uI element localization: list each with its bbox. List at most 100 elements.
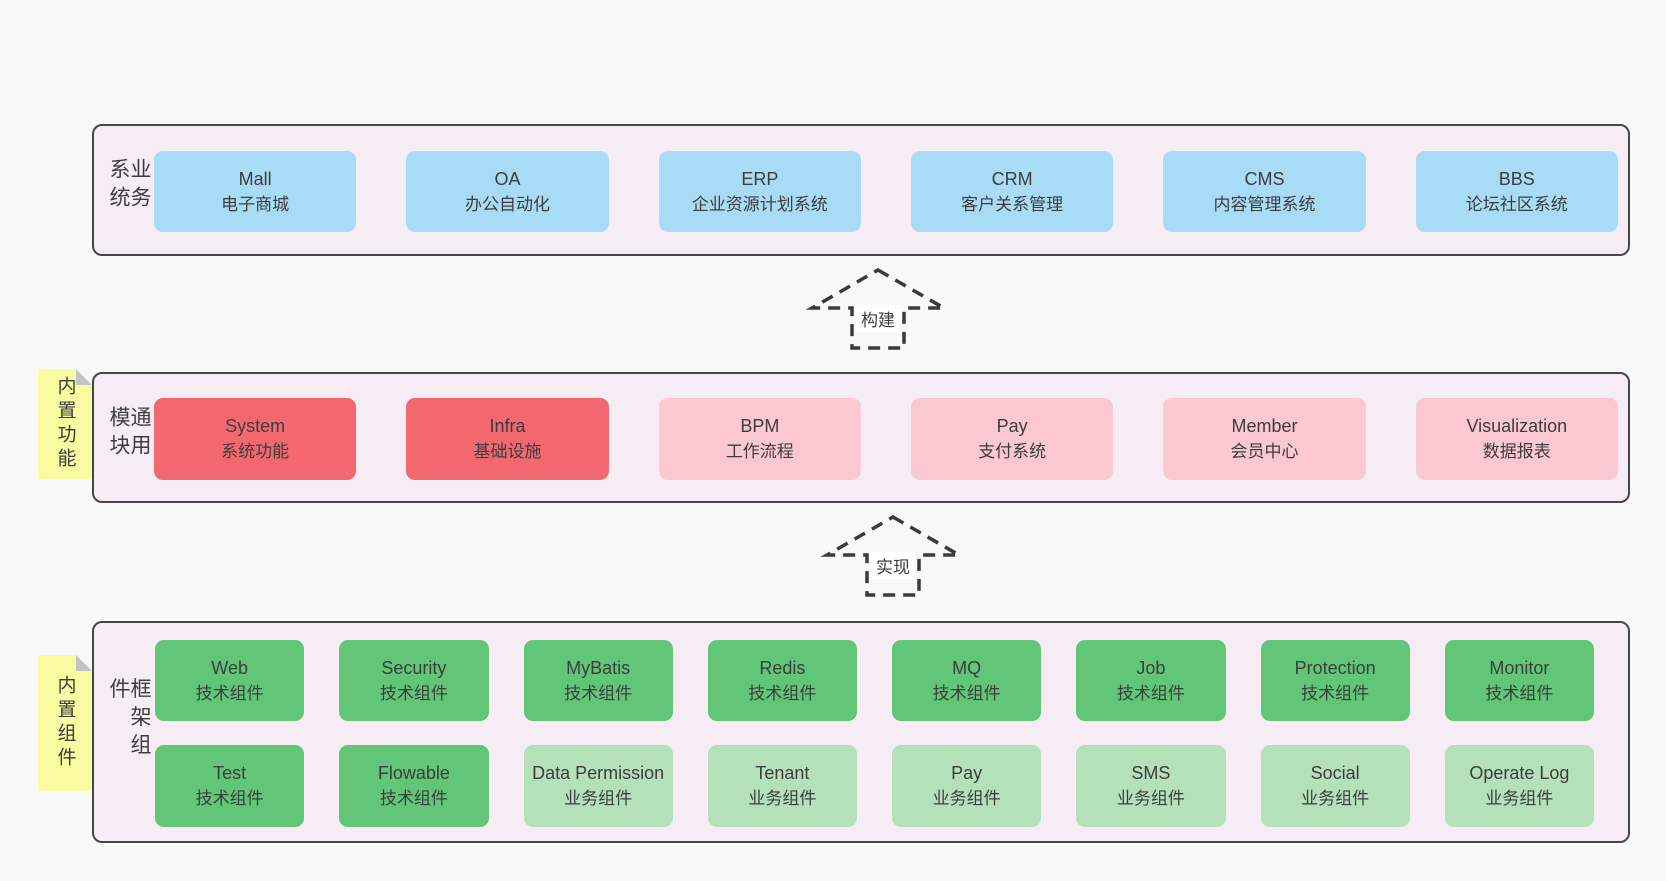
box-data-permission: Data Permission 业务组件 [523,745,673,827]
box-oa: OA 办公自动化 [406,151,609,232]
panel-label-framework-components: 框架组件 [107,677,151,762]
box-subtitle: 电子商城 [221,194,290,214]
box-social: Social 业务组件 [1260,745,1410,827]
box-title: Member [1231,416,1298,436]
panel-label-business-systems: 业务系统 [107,158,151,214]
box-operate-log: Operate Log 业务组件 [1444,745,1594,827]
box-subtitle: 企业资源计划系统 [691,194,828,214]
box-flowable: Flowable 技术组件 [339,745,489,827]
box-subtitle: 技术组件 [748,683,817,703]
sticky-fold-icon [76,655,92,671]
up-arrow-icon [820,514,966,597]
box-mall: Mall 电子商城 [154,151,357,232]
box-title: CMS [1244,168,1285,189]
box-redis: Redis 技术组件 [707,640,857,721]
arrow-build: 构建 [804,265,952,355]
box-subtitle: 业务组件 [748,789,817,808]
box-subtitle: 业务组件 [564,789,633,808]
box-member: Member 会员中心 [1163,398,1366,480]
box-subtitle: 技术组件 [1485,683,1554,703]
box-subtitle: 技术组件 [195,789,264,808]
box-title: OA [494,168,521,189]
up-arrow-icon [805,267,951,350]
box-subtitle: 业务组件 [1485,789,1554,808]
box-title: Visualization [1466,416,1568,436]
arrow-implement: 实现 [819,512,967,602]
box-mybatis: MyBatis 技术组件 [523,640,673,721]
box-subtitle: 技术组件 [379,789,448,808]
box-title: Data Permission [532,763,665,783]
box-mq: MQ 技术组件 [892,640,1042,721]
box-subtitle: 业务组件 [1301,789,1370,808]
arrow-implement-label: 实现 [871,552,915,579]
box-subtitle: 基础设施 [473,442,542,461]
box-title: Job [1136,657,1166,678]
box-subtitle: 内容管理系统 [1213,194,1316,214]
box-pay: Pay 业务组件 [892,745,1042,827]
box-erp: ERP 企业资源计划系统 [658,151,861,232]
box-title: BBS [1498,168,1535,189]
box-row: Mall 电子商城 OA 办公自动化 ERP 企业资源计划系统 CRM 客户关系管理 CMS 内容… [154,151,1618,232]
box-subtitle: 业务组件 [1116,789,1185,808]
box-subtitle: 业务组件 [932,789,1001,808]
box-crm: CRM 客户关系管理 [910,151,1114,232]
box-title: Web [211,657,248,678]
box-cms: CMS 内容管理系统 [1163,151,1366,232]
box-title: Mall [238,168,272,189]
box-bbs: BBS 论坛社区系统 [1415,151,1618,232]
box-title: Pay [951,763,983,783]
box-title: Security [381,657,447,678]
box-title: BPM [740,416,780,436]
box-title: Test [213,763,247,783]
box-subtitle: 数据报表 [1482,442,1551,461]
box-subtitle: 技术组件 [564,683,633,703]
box-title: Pay [996,416,1028,436]
box-title: Flowable [377,763,450,783]
sticky-note-builtin-features: 内置功能 [38,369,92,479]
box-title: Infra [489,416,526,436]
box-subtitle: 客户关系管理 [961,194,1064,214]
sticky-fold-icon [76,369,92,385]
box-visualization: Visualization 数据报表 [1415,398,1618,480]
box-subtitle: 支付系统 [978,442,1047,461]
box-title: Protection [1294,657,1376,678]
box-title: Social [1310,763,1360,783]
box-monitor: Monitor 技术组件 [1444,640,1594,721]
panel-label-common-modules: 通用模块 [107,405,151,462]
box-security: Security 技术组件 [339,640,489,721]
box-subtitle: 论坛社区系统 [1465,194,1568,214]
box-subtitle: 技术组件 [379,683,448,703]
box-title: CRM [991,168,1033,189]
box-title: Redis [759,657,806,678]
box-title: SMS [1131,763,1171,783]
box-subtitle: 技术组件 [195,683,264,703]
box-title: Monitor [1489,657,1550,678]
sticky-note-builtin-components: 内置组件 [38,655,92,791]
box-title: Tenant [755,763,810,783]
box-sms: SMS 业务组件 [1076,745,1226,827]
box-title: MQ [952,657,982,678]
box-subtitle: 技术组件 [932,683,1001,703]
box-title: Operate Log [1469,763,1570,783]
box-subtitle: 会员中心 [1230,442,1299,461]
box-subtitle: 系统功能 [221,442,290,461]
box-system: System 系统功能 [154,398,357,480]
box-title: ERP [741,168,779,189]
box-pay: Pay 支付系统 [910,398,1114,480]
box-tenant: Tenant 业务组件 [707,745,857,827]
box-subtitle: 办公自动化 [464,194,550,214]
box-title: System [225,416,286,436]
sticky-label: 内置功能 [54,376,76,472]
arrow-build-label: 构建 [856,305,900,332]
box-test: Test 技术组件 [155,745,305,827]
box-title: MyBatis [566,657,631,678]
